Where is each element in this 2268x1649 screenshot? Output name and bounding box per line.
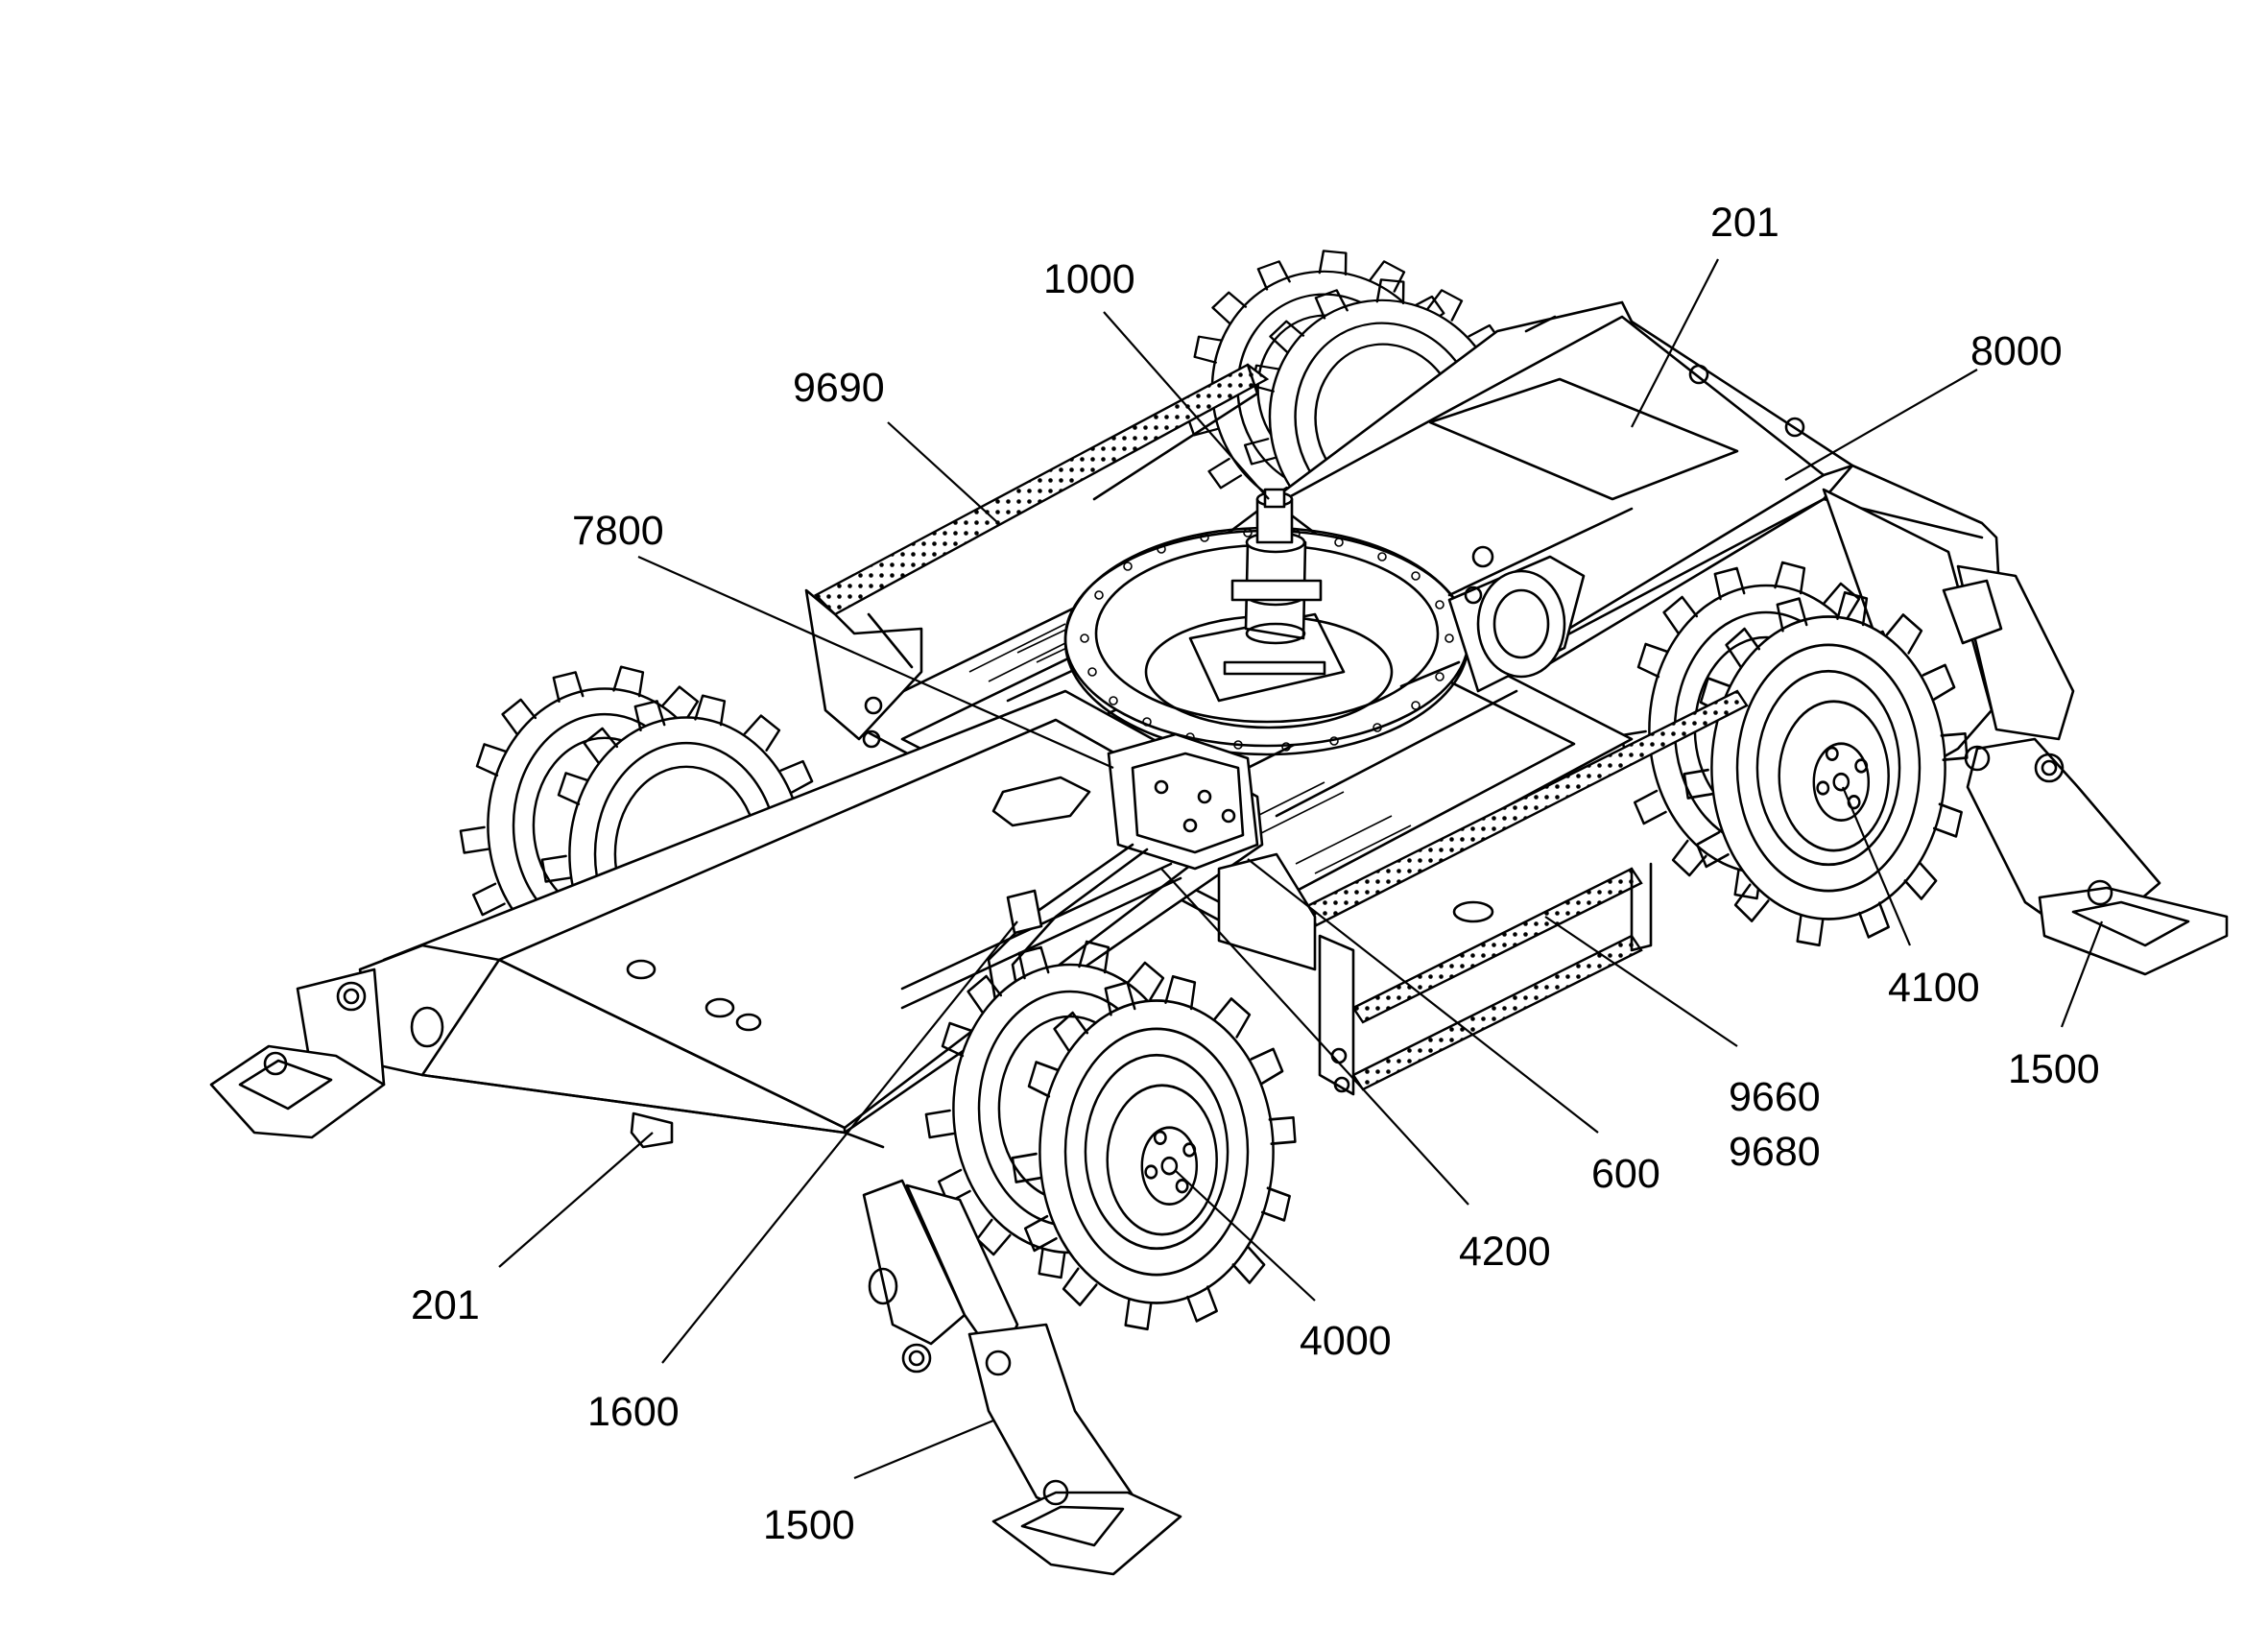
callout-8000: 8000	[1970, 328, 2063, 374]
callout-201-top: 201	[1710, 200, 1779, 246]
callout-9680: 9680	[1729, 1129, 1821, 1175]
outrigger-front	[862, 1179, 1182, 1576]
callout-7800: 7800	[572, 508, 664, 554]
upper-step-rail	[804, 363, 1270, 749]
callout-4000: 4000	[1300, 1318, 1392, 1364]
callout-1500-left: 1500	[763, 1502, 855, 1548]
lower-step-rails	[1217, 689, 1749, 1096]
callout-9690: 9690	[793, 365, 885, 411]
callout-600: 600	[1591, 1151, 1660, 1197]
callout-1000: 1000	[1043, 256, 1135, 302]
callout-1500-right: 1500	[2008, 1046, 2100, 1092]
callout-201-bottom: 201	[411, 1282, 480, 1328]
leader-lines	[498, 258, 2104, 1480]
rear-axle-drive	[1399, 507, 1634, 693]
callout-9660: 9660	[1729, 1074, 1821, 1120]
outrigger-left	[209, 944, 501, 1139]
valve-block	[991, 732, 1259, 871]
outrigger-right	[1822, 488, 2229, 976]
callout-4200: 4200	[1459, 1229, 1551, 1275]
callout-1600: 1600	[587, 1389, 680, 1435]
callout-4100: 4100	[1888, 965, 1980, 1011]
callout-labels: 201 1000 8000 9690 7800 4100 1500 9660 9…	[411, 200, 2100, 1548]
